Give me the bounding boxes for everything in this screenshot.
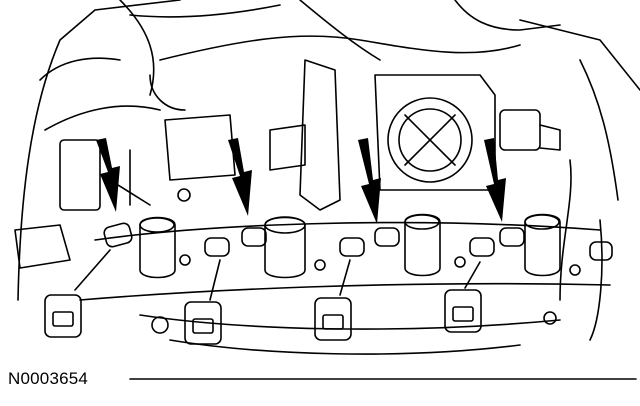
arrow-1 (96, 138, 120, 212)
arrow-3 (358, 138, 381, 224)
hood-curve (119, 0, 155, 96)
connectors (44, 289, 482, 345)
manifold-rail (94, 221, 601, 241)
figure-id-label: N0003654 (8, 369, 89, 388)
engine-outline (17, 0, 181, 301)
arrow-2 (228, 138, 252, 216)
arrow-4 (484, 138, 506, 222)
injector-sensors (103, 222, 613, 261)
connector-leads (74, 249, 481, 301)
throttle-body (387, 97, 473, 183)
bracket (299, 59, 341, 211)
upper-hose (159, 35, 521, 61)
coil-towers (139, 213, 561, 279)
